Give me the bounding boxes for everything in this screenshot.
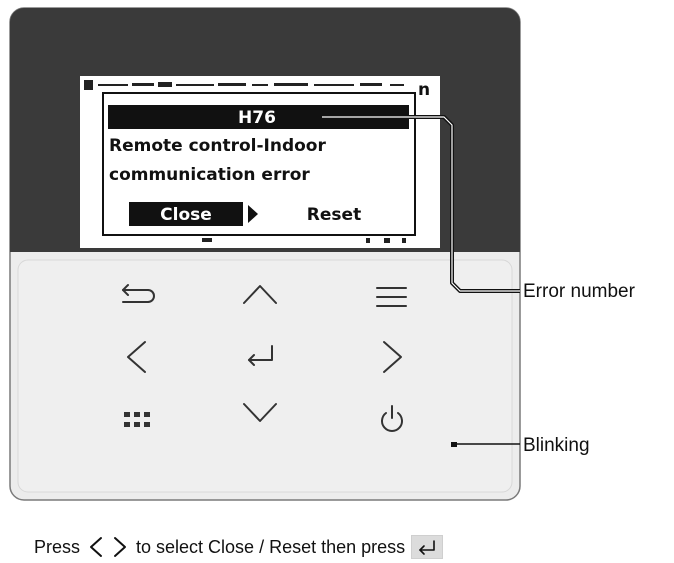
error-message-line1: Remote control-Indoor xyxy=(109,136,326,156)
background-glyph: n xyxy=(418,80,430,100)
return-arrow-icon xyxy=(122,284,155,303)
caption-instruction: to select Close / Reset then press xyxy=(136,536,406,557)
chevron-left-icon xyxy=(127,341,146,373)
down-button[interactable] xyxy=(243,403,277,422)
lcd-screen: n H76 Remote control-Indoor communicatio… xyxy=(80,76,440,248)
chevron-down-icon xyxy=(243,403,277,422)
indicator-lamp xyxy=(451,442,457,447)
up-button[interactable] xyxy=(243,285,277,304)
enter-key-icon xyxy=(411,535,444,559)
hamburger-menu-icon xyxy=(376,287,407,307)
caption-press: Press xyxy=(34,536,81,557)
close-option[interactable]: Close xyxy=(129,202,243,226)
power-button[interactable] xyxy=(381,405,403,432)
error-popup: H76 Remote control-Indoor communication … xyxy=(102,92,416,236)
instruction-caption: Press to select Close / Reset then press xyxy=(34,532,449,562)
left-button[interactable] xyxy=(127,341,146,373)
grid-button[interactable] xyxy=(124,412,150,427)
enter-button[interactable] xyxy=(248,345,273,366)
blinking-callout: Blinking xyxy=(457,435,590,456)
enter-arrow-icon xyxy=(248,345,273,366)
close-label: Close xyxy=(160,205,212,225)
selection-arrow-icon xyxy=(248,205,258,223)
right-button[interactable] xyxy=(383,341,402,373)
error-number-label: Error number xyxy=(523,281,636,302)
chevron-left-right-icon xyxy=(90,537,127,557)
blinking-label: Blinking xyxy=(523,435,590,456)
error-code: H76 xyxy=(238,108,276,128)
error-number-callout: Error number xyxy=(322,115,636,302)
error-message-line2: communication error xyxy=(109,165,310,185)
menu-button[interactable] xyxy=(376,287,407,307)
chevron-right-icon xyxy=(383,341,402,373)
background-status-line xyxy=(84,80,404,90)
reset-option[interactable]: Reset xyxy=(307,205,361,225)
reset-label: Reset xyxy=(307,205,361,225)
remote-controller: n H76 Remote control-Indoor communicatio… xyxy=(9,7,521,501)
chevron-up-icon xyxy=(243,285,277,304)
back-button[interactable] xyxy=(122,284,155,303)
dot-grid-icon xyxy=(124,412,150,427)
power-icon xyxy=(381,405,403,432)
